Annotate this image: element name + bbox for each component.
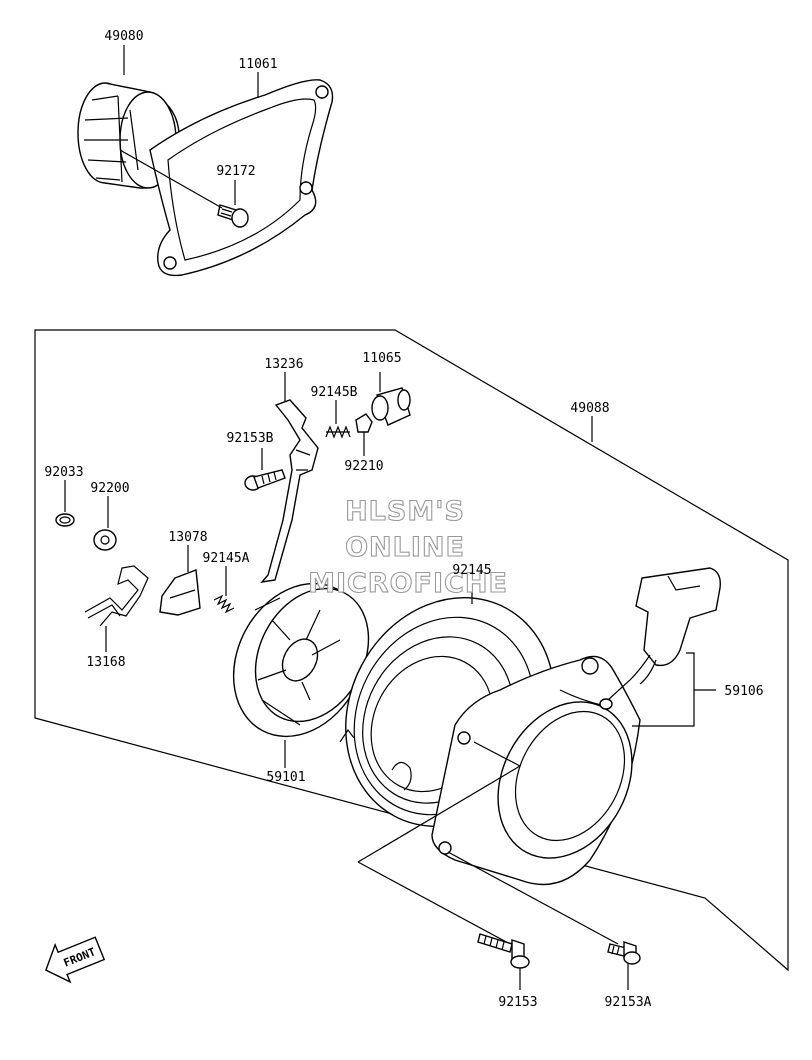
label-11061: 11061 (238, 57, 277, 72)
pulley-59101 (232, 582, 370, 738)
handle-59106 (599, 567, 721, 710)
label-49088: 49088 (570, 401, 609, 416)
label-92145A: 92145A (203, 551, 250, 566)
lever-13236 (260, 399, 319, 583)
pin-11065 (371, 387, 411, 426)
guide-13168 (84, 565, 149, 627)
watermark-line3: MICROFICHE (308, 568, 508, 599)
bolt-92153A (607, 941, 641, 965)
label-92145: 92145 (452, 563, 491, 578)
label-92153B: 92153B (227, 431, 274, 446)
assembly-frame-49088 (34, 329, 789, 972)
washer-92200 (93, 529, 117, 551)
label-92172: 92172 (216, 164, 255, 179)
label-13168: 13168 (86, 655, 125, 670)
label-92200: 92200 (90, 481, 129, 496)
label-13078: 13078 (168, 530, 207, 545)
label-92033: 92033 (44, 465, 83, 480)
screw-92172 (217, 204, 249, 228)
label-92153: 92153 (498, 995, 537, 1010)
label-49080: 49080 (104, 29, 143, 44)
pawl-13078 (159, 569, 201, 616)
label-11065: 11065 (362, 351, 401, 366)
watermark-line2: ONLINE (345, 532, 465, 563)
case-59106 (431, 655, 641, 886)
circlip-92033 (55, 513, 75, 527)
label-59101: 59101 (266, 770, 305, 785)
bolt-92153B (244, 469, 286, 491)
label-13236: 13236 (264, 357, 303, 372)
label-92145B: 92145B (311, 385, 358, 400)
front-arrow-icon (45, 936, 106, 984)
bolt-92153 (477, 933, 530, 969)
gasket-11061 (149, 79, 334, 277)
label-92153A: 92153A (605, 995, 652, 1010)
spring-92145A (213, 594, 235, 614)
watermark-line1: HLSM'S (345, 496, 465, 527)
spring-92145B (325, 425, 351, 439)
label-59106: 59106 (724, 684, 763, 699)
label-92210: 92210 (344, 459, 383, 474)
nut-92210 (355, 413, 373, 433)
